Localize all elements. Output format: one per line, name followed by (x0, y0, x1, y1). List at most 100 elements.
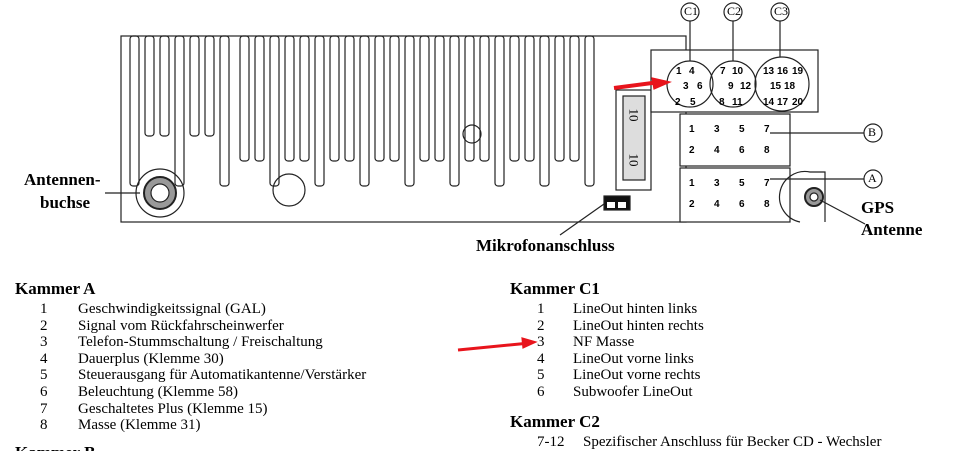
pin-number: 3 (537, 334, 545, 351)
cooling-fin (359, 35, 370, 187)
kammer-c2-title: Kammer C2 (510, 412, 600, 431)
pin-description: Dauerplus (Klemme 30) (78, 350, 224, 367)
pin-number: 5 (739, 178, 745, 189)
pin-number: 3 (683, 81, 689, 92)
pin-number: 8 (40, 417, 48, 434)
screw-hole (462, 124, 482, 144)
cooling-fin (509, 35, 520, 162)
cooling-fin (254, 35, 265, 162)
fuse-label-bottom: 10 (626, 153, 642, 167)
pin-description: Masse (Klemme 31) (78, 417, 201, 434)
cooling-fin (569, 35, 580, 162)
callout-a-circle (863, 169, 883, 189)
pin-number: 5 (537, 367, 545, 384)
mic-label: Mikrofonanschluss (476, 236, 615, 255)
pin-number: 3 (714, 178, 720, 189)
callout-b: B (868, 125, 877, 139)
pin-number: 4 (714, 145, 720, 156)
kammer-b-title: Kammer B (15, 443, 95, 451)
cooling-fin (344, 35, 355, 162)
pin-number: 6 (739, 199, 745, 210)
pin-number: 4 (40, 350, 48, 367)
pin-number: 1 (676, 66, 682, 77)
cooling-fin (204, 35, 215, 137)
pin-number: 5 (40, 367, 48, 384)
pin-number: 4 (537, 350, 545, 367)
callout-c3: C3 (774, 4, 789, 18)
cooling-fin (239, 35, 250, 162)
pin-number: 2 (40, 317, 48, 334)
cooling-fin (419, 35, 430, 162)
microphone-connector (559, 195, 631, 236)
pin-description: Telefon-Stummschaltung / Freischaltung (78, 334, 323, 351)
pin-number: 18 (784, 81, 796, 92)
connector-c-housing (650, 49, 819, 113)
cooling-fin (449, 35, 460, 187)
callout-c3-circle (770, 2, 790, 22)
pin-number: 6 (40, 384, 48, 400)
kammer-c1-title: Kammer C1 (510, 279, 600, 298)
pin-number: 20 (792, 97, 804, 108)
cooling-fin (299, 35, 310, 162)
pin-number: 3 (40, 334, 48, 351)
cooling-fin (434, 35, 445, 162)
cooling-fin (219, 35, 230, 187)
cooling-fin (314, 35, 325, 187)
pin-number: 17 (777, 97, 789, 108)
cooling-fin (269, 35, 280, 187)
connector-b-block (679, 113, 791, 167)
pin-number: 1 (537, 301, 545, 317)
pin-description: Geschwindigkeitssignal (GAL) (78, 301, 266, 317)
pin-description: Signal vom Rückfahrscheinwerfer (78, 317, 284, 334)
pin-number: 1 (689, 178, 695, 189)
kammer-a-title: Kammer A (15, 279, 96, 298)
pin-number: 8 (719, 97, 725, 108)
pin-number: 7 (764, 178, 770, 189)
pin-number: 7 (720, 66, 726, 77)
pin-number: 2 (675, 97, 681, 108)
pin-number: 2 (537, 317, 545, 334)
gps-label-line2: Antenne (861, 220, 923, 239)
pin-number: 19 (792, 66, 804, 77)
gps-label-line1: GPS (861, 198, 895, 217)
cooling-fin (554, 35, 565, 162)
pin-number: 14 (763, 97, 775, 108)
cooling-fin (189, 35, 200, 137)
cooling-fin (539, 35, 550, 187)
connector-a-block (679, 167, 791, 223)
connector-c3 (754, 56, 810, 112)
pin-description: LineOut hinten links (573, 301, 698, 317)
callout-b-circle (863, 123, 883, 143)
pin-number: 7 (40, 400, 48, 417)
fuse-label-top: 10 (626, 108, 642, 122)
pin-number: 6 (697, 81, 703, 92)
antenna-socket (135, 168, 185, 218)
fuse (615, 89, 652, 191)
pin-description: LineOut vorne rechts (573, 367, 701, 384)
pin-number: 6 (739, 145, 745, 156)
pin-number: 8 (764, 145, 770, 156)
pin-description: NF Masse (573, 334, 635, 351)
callout-a: A (868, 171, 877, 185)
pin-description: Spezifischer Anschluss für Becker CD - W… (583, 434, 882, 450)
pin-number: 9 (728, 81, 734, 92)
cooling-fin (524, 35, 535, 162)
radio-housing (120, 35, 687, 223)
pin-number: 15 (770, 81, 782, 92)
cooling-fin (464, 35, 475, 162)
pin-description: Geschaltetes Plus (Klemme 15) (78, 400, 268, 417)
pin-description: Subwoofer LineOut (573, 384, 693, 400)
cooling-fin (329, 35, 340, 162)
red-arrow-list (457, 341, 531, 352)
cooling-fin (404, 35, 415, 187)
pin-number: 2 (689, 145, 695, 156)
callout-c2: C2 (727, 4, 742, 18)
pin-number: 2 (689, 199, 695, 210)
cooling-fin (584, 35, 595, 187)
pin-number: 8 (764, 199, 770, 210)
pin-number: 3 (714, 124, 720, 135)
housing-hole (272, 173, 306, 207)
callout-c1-circle (680, 2, 700, 22)
